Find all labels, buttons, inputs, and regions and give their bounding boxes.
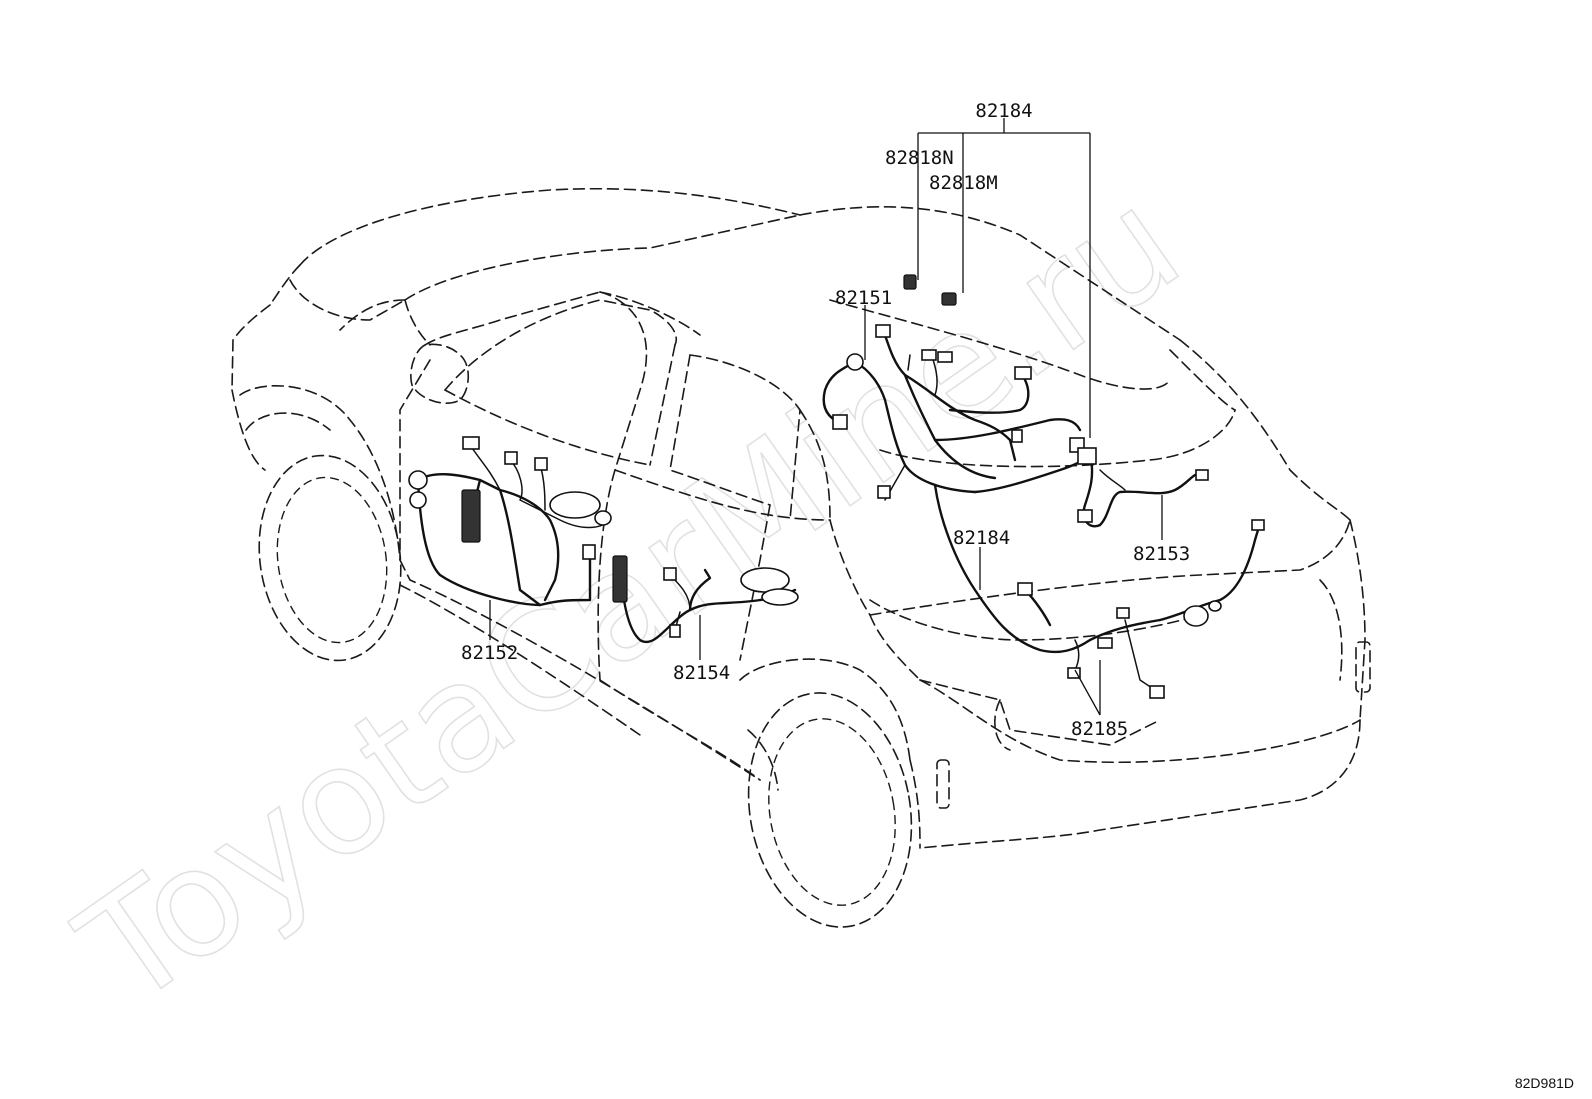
callout-82818n: 82818N <box>885 147 954 169</box>
roof-wire-harness <box>822 274 1092 501</box>
watermark: ToyotaCarMine.ru <box>51 156 1210 1039</box>
rear-door-wire-harness <box>612 555 799 644</box>
reference-code: 82D981D <box>1514 1075 1574 1091</box>
back-door-wire-harness <box>1077 447 1209 528</box>
label-82154: 82154 <box>673 662 730 684</box>
callout-82184-assembly: 82184 <box>917 100 1091 438</box>
callout-82153: 82153 <box>1133 495 1190 565</box>
label-82818n: 82818N <box>885 147 954 169</box>
label-82184-mid: 82184 <box>953 527 1010 549</box>
label-82818m: 82818M <box>929 172 998 194</box>
label-82151: 82151 <box>835 287 892 309</box>
front-door-wire-harness <box>408 436 612 607</box>
callout-82185: 82185 <box>1071 660 1128 740</box>
callout-82152: 82152 <box>461 600 518 664</box>
callout-82818m: 82818M <box>929 172 998 194</box>
callout-82184-mid: 82184 <box>953 527 1010 590</box>
label-82184-top: 82184 <box>975 100 1032 122</box>
callout-82154: 82154 <box>673 615 730 684</box>
label-82152: 82152 <box>461 642 518 664</box>
car-body-outline <box>231 187 1371 928</box>
label-82153: 82153 <box>1133 543 1190 565</box>
license-wire-harness <box>933 483 1265 699</box>
label-82185: 82185 <box>1071 718 1128 740</box>
callout-82151: 82151 <box>835 287 892 360</box>
